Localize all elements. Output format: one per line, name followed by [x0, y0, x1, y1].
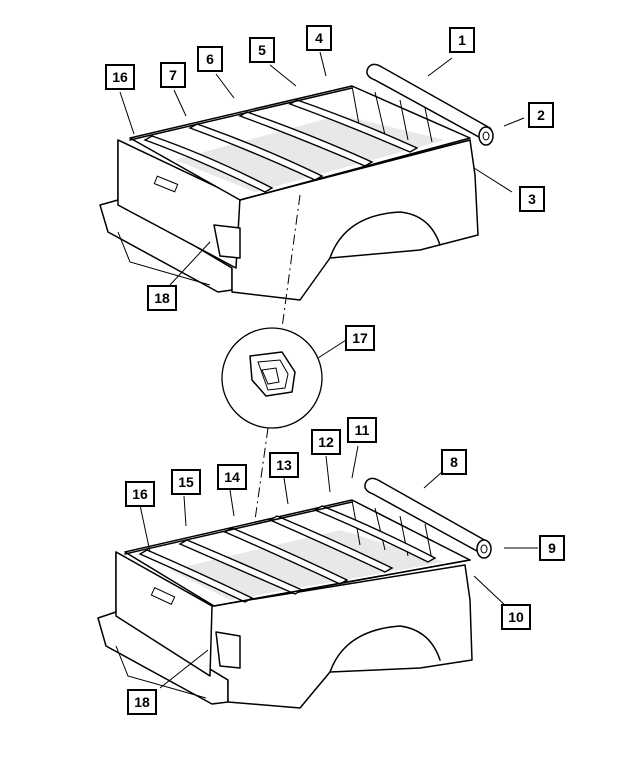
callout-14: 14 — [217, 464, 247, 490]
svg-text:14: 14 — [224, 469, 240, 485]
callout-17: 17 — [345, 325, 375, 351]
clamp-detail-circle — [221, 327, 323, 429]
svg-text:5: 5 — [258, 42, 266, 58]
callout-16-upper: 16 — [105, 64, 135, 90]
leader-dashed-upper — [281, 194, 301, 329]
svg-text:6: 6 — [206, 51, 214, 67]
svg-text:11: 11 — [355, 422, 370, 438]
svg-text:4: 4 — [315, 30, 323, 46]
svg-text:7: 7 — [169, 67, 177, 83]
svg-text:17: 17 — [352, 330, 368, 346]
callout-18-upper: 18 — [147, 285, 177, 311]
svg-text:2: 2 — [537, 107, 545, 123]
svg-text:16: 16 — [112, 69, 128, 85]
callout-4: 4 — [306, 25, 332, 51]
svg-text:18: 18 — [154, 290, 170, 306]
callout-18-lower: 18 — [127, 689, 157, 715]
callout-12: 12 — [311, 429, 341, 455]
leader-dashed-lower — [254, 427, 269, 521]
lower-truck-bed — [97, 477, 492, 709]
callout-11: 11 — [347, 417, 377, 443]
svg-text:13: 13 — [276, 457, 292, 473]
upper-truck-bed — [99, 63, 494, 301]
callout-9: 9 — [539, 535, 565, 561]
svg-text:8: 8 — [450, 454, 458, 470]
callout-5: 5 — [249, 37, 275, 63]
callout-10: 10 — [501, 604, 531, 630]
callout-8: 8 — [441, 449, 467, 475]
svg-text:18: 18 — [134, 694, 150, 710]
callout-16-lower: 16 — [125, 481, 155, 507]
callout-15: 15 — [171, 469, 201, 495]
callout-1: 1 — [449, 27, 475, 53]
callout-7: 7 — [160, 62, 186, 88]
callout-2: 2 — [528, 102, 554, 128]
callout-13: 13 — [269, 452, 299, 478]
svg-text:10: 10 — [508, 609, 524, 625]
callout-3: 3 — [519, 186, 545, 212]
svg-text:12: 12 — [318, 434, 334, 450]
svg-text:1: 1 — [458, 32, 466, 48]
svg-text:9: 9 — [548, 540, 556, 556]
callout-6: 6 — [197, 46, 223, 72]
svg-text:15: 15 — [178, 474, 194, 490]
leader-lines — [119, 51, 538, 689]
svg-text:3: 3 — [528, 191, 536, 207]
svg-text:16: 16 — [132, 486, 148, 502]
